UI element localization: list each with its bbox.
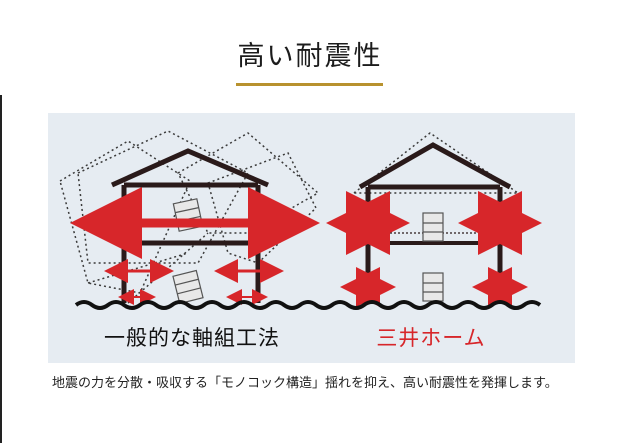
ground-wave	[74, 300, 542, 310]
mitsui-house	[326, 132, 542, 307]
diagram-svg	[48, 113, 575, 363]
force-arrow-icon-right	[326, 191, 542, 307]
left-border-line	[0, 95, 2, 443]
cabinet-icon-right	[422, 212, 444, 302]
description-text: 地震の力を分散・吸収する「モノコック構造」揺れを抑え、高い耐震性を発揮します。	[52, 376, 558, 391]
force-arrow-icon	[70, 187, 320, 305]
title-underline	[236, 83, 383, 86]
page-title: 高い耐震性	[237, 41, 383, 72]
sway-outline-right	[351, 132, 521, 194]
label-conventional: 一般的な軸組工法	[104, 326, 280, 350]
conventional-house	[59, 130, 320, 305]
comparison-diagram: 一般的な軸組工法 三井ホーム	[48, 113, 575, 363]
label-mitsui: 三井ホーム	[376, 326, 486, 350]
